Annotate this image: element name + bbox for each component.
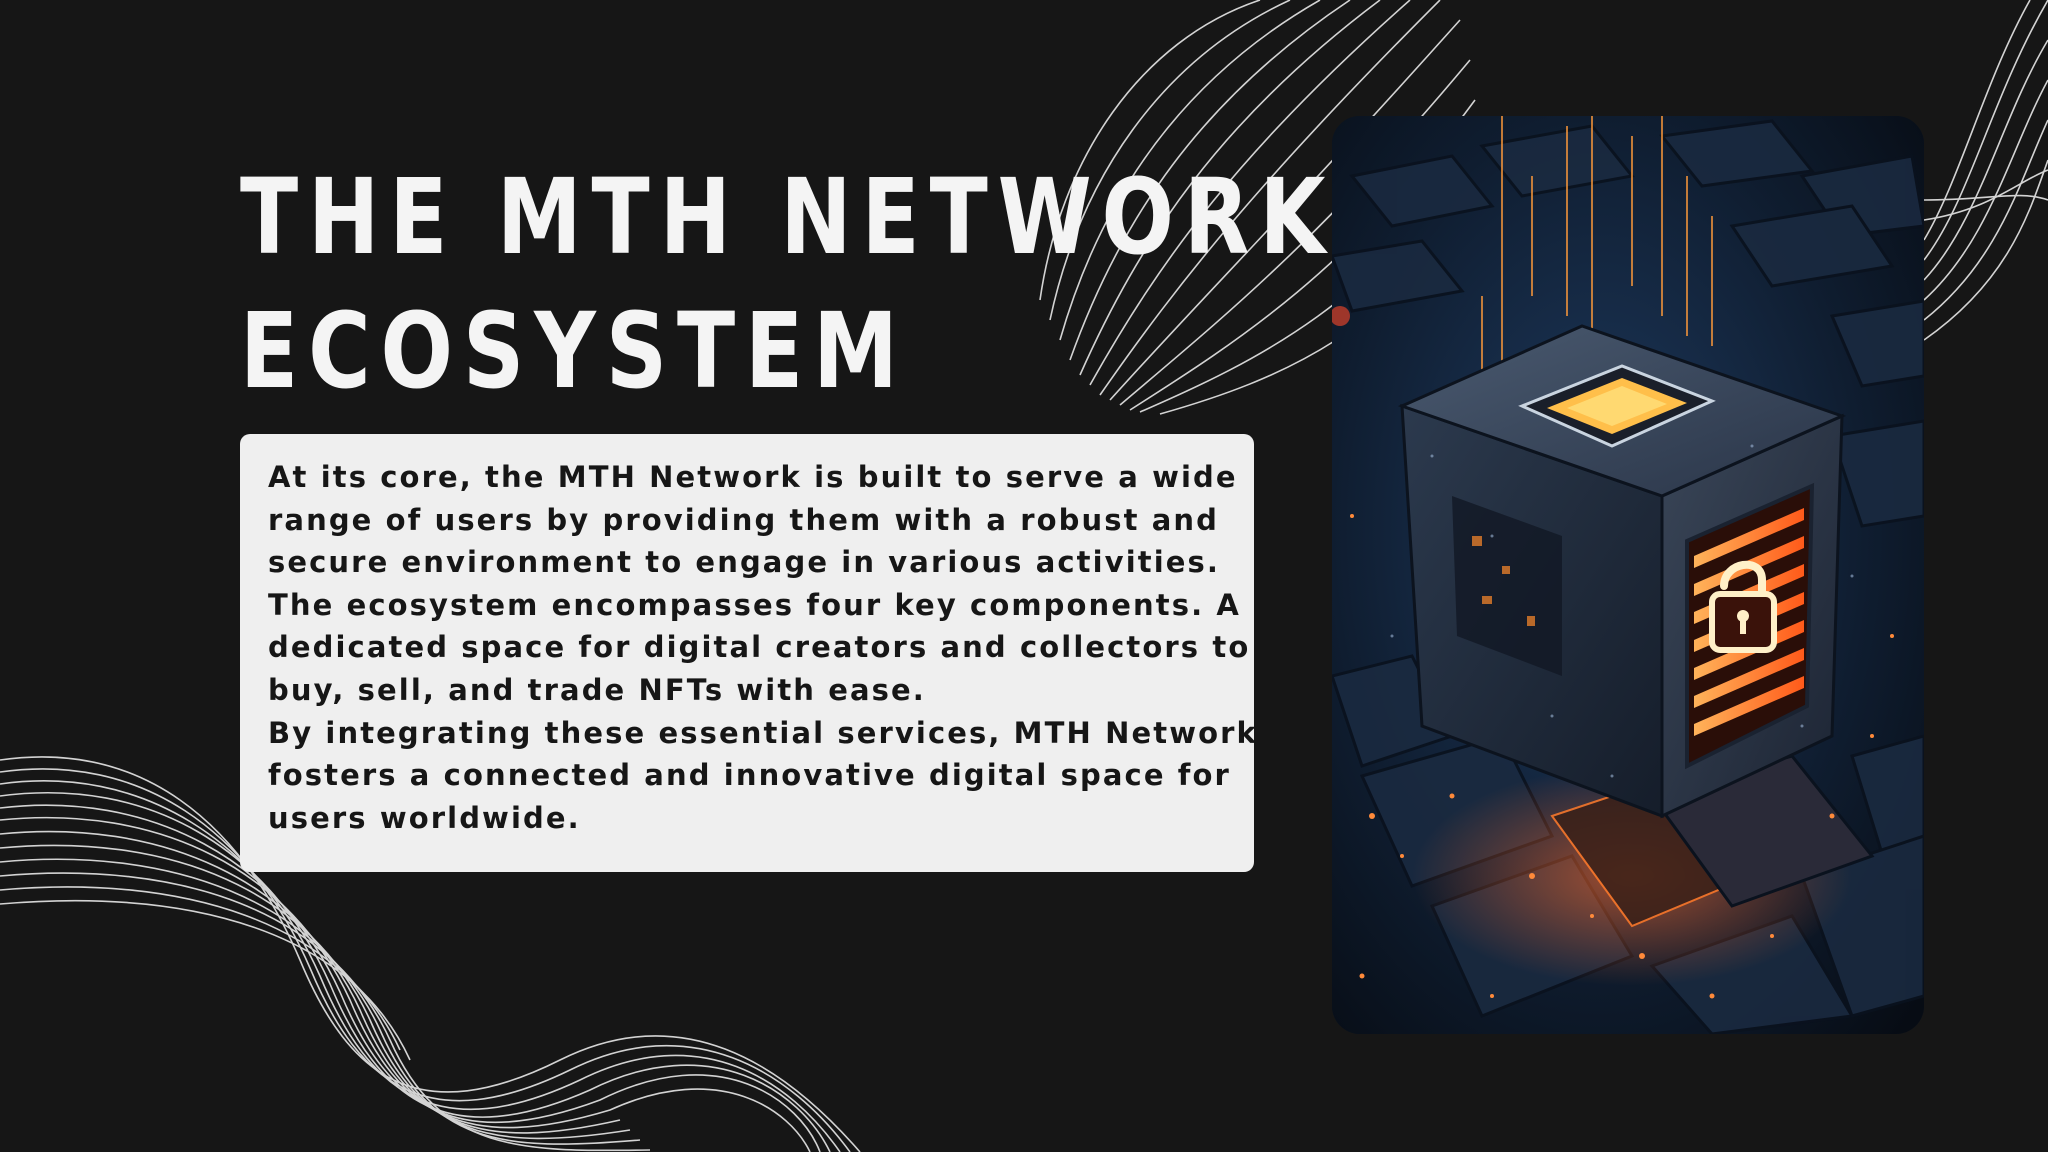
page-title: THE MTH NETWORK ECOSYSTEM: [240, 150, 1335, 418]
description-line: fosters a connected and innovative digit…: [268, 758, 1231, 793]
cube-illustration-art: [1332, 116, 1924, 1034]
description-line: buy, sell, and trade NFTs with ease.: [268, 672, 926, 707]
title-line-1: THE MTH NETWORK: [240, 156, 1336, 278]
description-line: At its core, the MTH Network is built to…: [268, 460, 1238, 494]
description-card: At its core, the MTH Network is built to…: [240, 434, 1258, 872]
title-line-2: ECOSYSTEM: [240, 290, 908, 412]
description-line: The ecosystem encompasses four key compo…: [268, 587, 1241, 622]
cube-illustration: [1332, 116, 1924, 1034]
lock-icon: [1709, 560, 1777, 653]
description-line: By integrating these essential services,…: [268, 715, 1258, 750]
description-line: dedicated space for digital creators and…: [268, 630, 1251, 665]
description-line: secure environment to engage in various …: [268, 545, 1220, 580]
description-line: users worldwide.: [268, 800, 581, 835]
description-line: range of users by providing them with a …: [268, 502, 1220, 537]
